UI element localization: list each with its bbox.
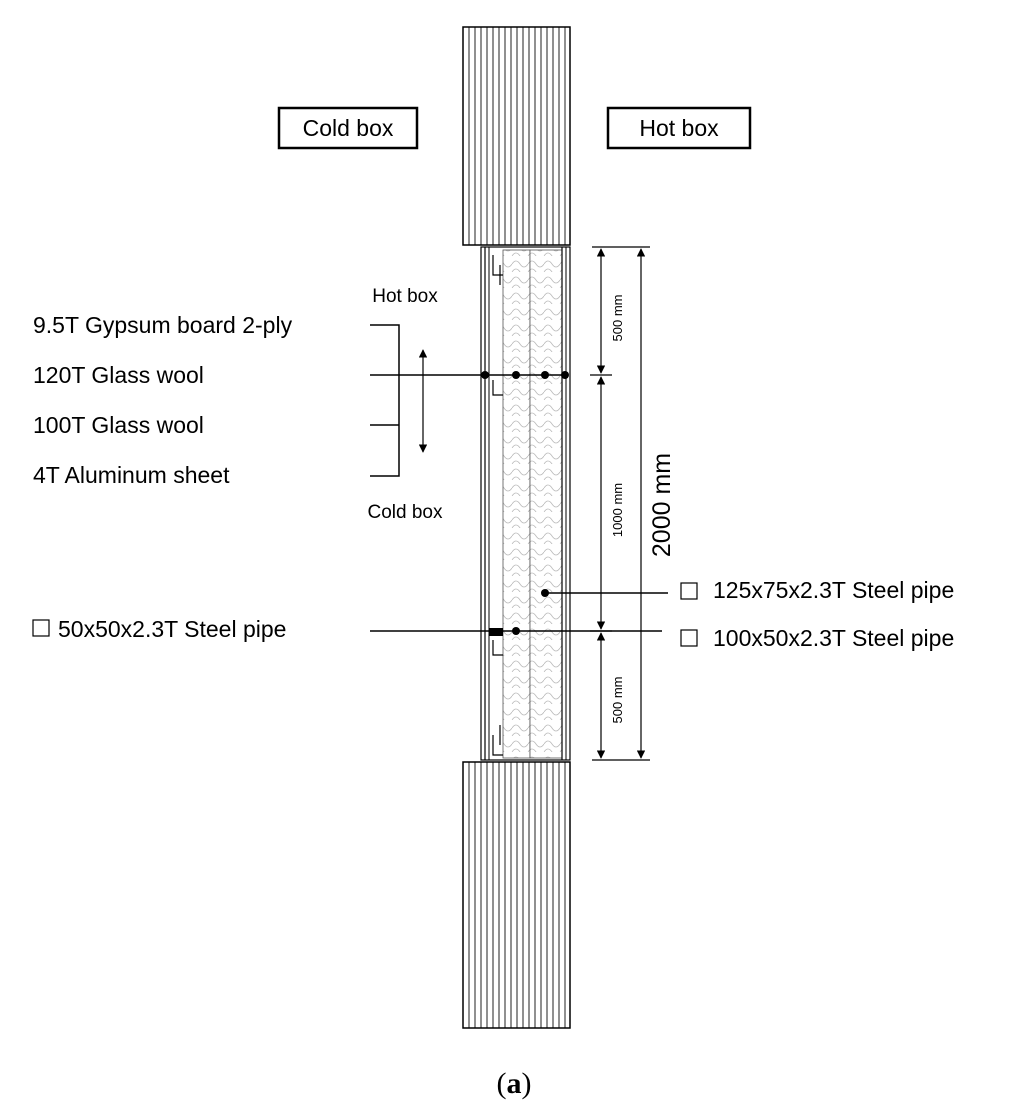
cold-box-frame (277, 106, 419, 150)
layer-side-hot-label: Hot box (372, 286, 438, 307)
hot-box-frame (606, 106, 752, 150)
dimension-bottom: 500 mm (610, 677, 625, 724)
dimension-total: 2000 mm (648, 453, 676, 557)
glass-wool-outer (502, 249, 531, 759)
glass-wool-inner (529, 249, 563, 759)
wall-specimen (480, 246, 571, 761)
pipe-label-100x50: 100x50x2.3T Steel pipe (713, 625, 954, 651)
pipe-label-125x75: 125x75x2.3T Steel pipe (713, 577, 954, 603)
dimension-middle: 1000 mm (610, 483, 625, 537)
layer-label-aluminum: 4T Aluminum sheet (33, 462, 230, 488)
pipe-label-50x50: 50x50x2.3T Steel pipe (58, 616, 286, 642)
hot-box-label: Hot box (639, 115, 719, 141)
layer-leader-dots (481, 371, 569, 379)
dimension-top: 500 mm (610, 295, 625, 342)
pipe-marker-left (32, 619, 50, 637)
layer-label-glass-wool-120: 120T Glass wool (33, 362, 204, 388)
layer-label-glass-wool-100: 100T Glass wool (33, 412, 204, 438)
upper-wall-block (462, 26, 571, 246)
pipe-marker-right-upper (680, 582, 698, 600)
pipe-marker-right-lower (680, 629, 698, 647)
dimension-lines (590, 246, 650, 761)
layer-label-gypsum: 9.5T Gypsum board 2-ply (33, 312, 293, 338)
figure-caption: (a) (497, 1067, 532, 1100)
lower-wall-block (462, 761, 571, 1029)
cold-box-label: Cold box (303, 115, 394, 141)
layer-bracket (370, 324, 565, 477)
layer-side-cold-label: Cold box (368, 502, 443, 523)
